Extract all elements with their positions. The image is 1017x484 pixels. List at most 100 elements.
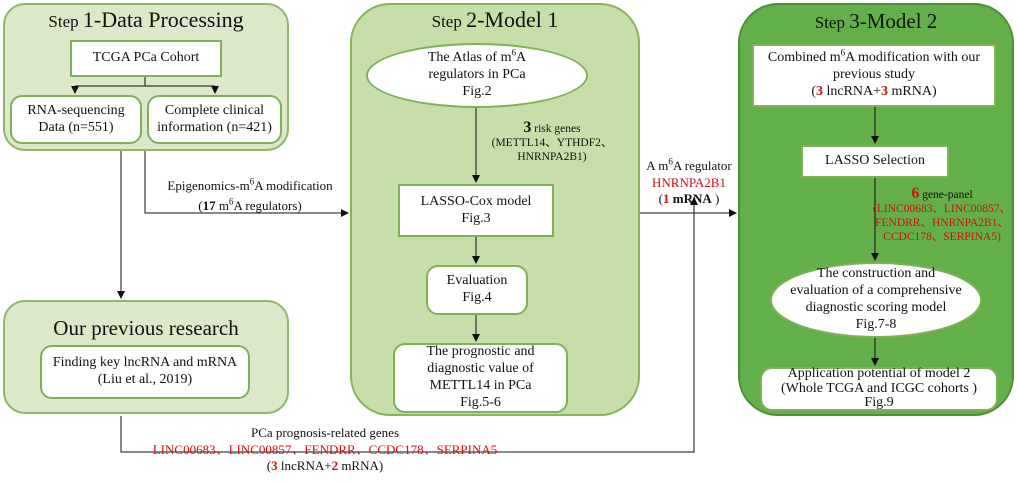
m6a-open: ( <box>658 191 663 207</box>
application-line1: Application potential of model 2 <box>787 365 971 381</box>
combined-line2: previous study <box>832 67 916 83</box>
prognostic-line3: METTL14 in PCa <box>429 378 532 393</box>
risk-genes-count: 3 <box>523 119 532 136</box>
epigenomics-label: Epigenomics-m6A modification (17 m6A reg… <box>150 176 350 214</box>
m6a-count: 1 <box>663 191 670 207</box>
m6a-regulator-line1: A m6A regulator <box>640 156 738 174</box>
lasso-selection-label: LASSO Selection <box>825 153 925 169</box>
clinical-info-box: Complete clinical information (n=421) <box>147 95 282 144</box>
risk-genes-line2: (METTL14、YTHDF2、 <box>491 137 613 150</box>
combined-box: Combined m6A modification with our previ… <box>752 44 996 107</box>
epi-open: ( <box>198 197 203 213</box>
atlas-line2: regulators in PCa <box>428 67 526 83</box>
epigenomics-line2: (17 m6A regulators) <box>150 196 350 214</box>
atlas-text-b: A <box>515 50 527 66</box>
combined-line1: Combined m6A modification with our <box>767 47 981 67</box>
arrow-epigenomics <box>144 151 349 217</box>
risk-genes-line3: HNRNPA2B1) <box>517 150 587 163</box>
step3-title: Step 3-Model 2 <box>738 9 1014 34</box>
gene-panel-label: 6 gene-panel (LINC00683、LINC00857、 FENDR… <box>870 184 1014 245</box>
evaluation-label: Evaluation <box>446 273 508 289</box>
atlas-fig: Fig.2 <box>462 83 492 99</box>
rna-seq-box: RNA-sequencing Data (n=551) <box>10 95 142 144</box>
combined-end: mRNA) <box>888 83 937 99</box>
prog-n1: 3 <box>271 458 278 474</box>
prognostic-fig: Fig.5-6 <box>460 394 501 410</box>
m6a-mrna: mRNA <box>669 191 712 207</box>
step1-title-main: 1-Data Processing <box>82 7 244 32</box>
m6a-regulator-line3: (1 mRNA ) <box>640 191 738 207</box>
lasso-selection-box: LASSO Selection <box>801 145 949 178</box>
step1-title: Step 1-Data Processing <box>3 7 289 33</box>
construction-line3: diagnostic scoring model <box>805 300 947 315</box>
construction-line1: The construction and <box>816 266 936 282</box>
tcga-cohort-box: TCGA PCa Cohort <box>70 40 222 77</box>
clinical-line1: Complete clinical <box>164 102 265 118</box>
combined-n1: 3 <box>815 83 823 99</box>
combined-text-a: Combined m <box>767 50 841 66</box>
atlas-line1: The Atlas of m6A <box>427 47 527 67</box>
risk-genes-line1: 3 risk genes <box>478 118 626 137</box>
rna-seq-line2: Data (n=551) <box>38 119 114 135</box>
prog-n2: 2 <box>331 458 339 474</box>
gene-panel-text: gene-panel <box>919 189 973 201</box>
gene-panel-line1: 6 gene-panel <box>870 184 1014 203</box>
m6a-reg-a: A m <box>646 158 669 173</box>
step2-title-main: 2-Model 1 <box>466 7 559 32</box>
finding-key-line1: Finding key lncRNA and mRNA <box>52 355 238 371</box>
prognosis-genes-line1: PCa prognosis-related genes <box>250 425 400 440</box>
rna-seq-line1: RNA-sequencing <box>27 102 125 118</box>
m6a-regulator-label: A m6A regulator HNRNPA2B1 (1 mRNA ) <box>640 156 738 207</box>
lasso-cox-fig: Fig.3 <box>461 210 491 226</box>
combined-sup: 6 <box>840 47 846 58</box>
atlas-sup: 6 <box>511 47 516 58</box>
arrow-prognosis-genes <box>120 197 698 453</box>
m6a-regulator-gene: HNRNPA2B1 <box>652 174 726 190</box>
m6a-close: ) <box>711 191 720 207</box>
epi-reg-b: A regulators) <box>233 197 302 213</box>
prog-mid: lncRNA+ <box>277 458 332 474</box>
lasso-cox-box: LASSO-Cox model Fig.3 <box>398 184 554 237</box>
atlas-text-a: The Atlas of m <box>427 50 512 66</box>
evaluation-fig: Fig.4 <box>462 290 492 305</box>
combined-n2: 3 <box>881 83 889 99</box>
prognosis-genes-list: LINC00683、LINC00857、FENDRR、CCDC178、SERPI… <box>152 441 498 457</box>
prognostic-line1: The prognostic and <box>426 344 535 360</box>
combined-mid: lncRNA+ <box>822 83 882 99</box>
gene-panel-line2: (LINC00683、LINC00857、 <box>873 203 1011 216</box>
m6a-reg-b: A regulator <box>672 158 732 173</box>
application-line2: (Whole TCGA and ICGC cohorts ) <box>780 380 978 396</box>
prognostic-line2: diagnostic value of <box>427 361 534 377</box>
previous-research-title: Our previous research <box>53 316 239 340</box>
prognostic-value-box: The prognostic and diagnostic value of M… <box>393 343 568 413</box>
step2-title: Step 2-Model 1 <box>350 7 640 33</box>
combined-line3: (3 lncRNA+3 mRNA) <box>811 84 936 101</box>
epi-text-b: A modification <box>254 178 333 193</box>
epi-text-a: Epigenomics-m <box>167 178 250 193</box>
clinical-line2: information (n=421) <box>157 119 272 135</box>
lasso-cox-label: LASSO-Cox model <box>420 193 532 209</box>
epi-reg-a: m <box>215 197 229 213</box>
evaluation-box: Evaluation Fig.4 <box>426 265 528 315</box>
atlas-oval: The Atlas of m6A regulators in PCa Fig.2 <box>366 43 588 108</box>
risk-genes-label: 3 risk genes (METTL14、YTHDF2、 HNRNPA2B1) <box>478 118 626 165</box>
gene-panel-line3: FENDRR、HNRNPA2B1、 <box>875 216 1009 229</box>
epi-reg-sup: 6 <box>228 196 234 207</box>
construction-fig: Fig.7-8 <box>855 316 897 332</box>
prog-open: ( <box>266 458 272 474</box>
epi-sup: 6 <box>249 176 255 187</box>
step3-title-main: 3-Model 2 <box>849 9 938 33</box>
step1-title-prefix: Step <box>48 12 83 31</box>
combined-open: ( <box>811 83 816 99</box>
epi-count: 17 <box>202 197 216 213</box>
tcga-cohort-label: TCGA PCa Cohort <box>92 50 200 66</box>
application-box: Application potential of model 2 (Whole … <box>760 365 998 411</box>
gene-panel-count: 6 <box>911 185 920 202</box>
finding-key-box: Finding key lncRNA and mRNA (Liu et al.,… <box>40 345 250 399</box>
risk-genes-text: risk genes <box>531 123 581 135</box>
application-fig: Fig.9 <box>864 395 894 411</box>
m6a-reg-sup: 6 <box>668 156 673 167</box>
combined-text-b: A modification with our <box>845 50 981 66</box>
